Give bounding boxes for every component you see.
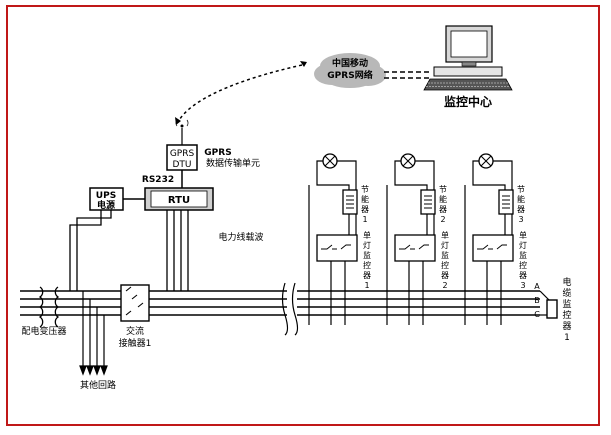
wireless-link (177, 64, 303, 123)
contactor-box (120, 284, 150, 322)
arrow-head-cloud (300, 61, 307, 67)
saver-1-char: 节 (361, 185, 369, 194)
saver-1-char: 能 (361, 194, 369, 204)
lamp-ctrl-2-char: 监 (441, 250, 449, 260)
lamp-ctrl-3-char: 监 (519, 250, 527, 260)
plc-label: 电力线载波 (218, 231, 263, 243)
phase-label-c: C (534, 310, 540, 319)
monitor-center-label: 监控中心 (444, 94, 492, 109)
lamp-ctrl-3-char: 器 (519, 271, 527, 280)
saver-2-char: 器 (439, 205, 447, 214)
energy-saver-box (342, 189, 358, 215)
lamp-ctrl-1-char: 监 (363, 250, 371, 260)
single-lamp-controller-box (472, 234, 514, 262)
saver-2-char: 能 (439, 194, 447, 204)
saver-1-char: 1 (362, 215, 367, 224)
saver-3-char: 器 (517, 205, 525, 214)
saver-2-char: 2 (440, 215, 445, 224)
gprs-cloud (314, 53, 386, 88)
other-circuits-arrows (79, 291, 108, 376)
saver-3-char: 能 (517, 194, 525, 204)
single-lamp-controller-box (394, 234, 436, 262)
control-wiring (69, 210, 189, 291)
lamp-unit-2 (386, 153, 436, 325)
cloud-label-line2: GPRS网络 (327, 69, 372, 81)
rs232-label: RS232 (142, 175, 174, 185)
energy-saver-box (420, 189, 436, 215)
gprs-box-line2: DTU (172, 160, 191, 170)
other-circuits-label: 其他回路 (80, 379, 116, 391)
lamp-ctrl-1-char: 控 (363, 260, 371, 270)
lamp-ctrl-1-char: 灯 (363, 240, 371, 250)
lamp-ctrl-3-char: 控 (519, 260, 527, 270)
lamp-ctrl-1-char: 单 (363, 230, 371, 240)
gprs-label-line1: GPRS (204, 148, 231, 158)
svg-text:监: 监 (562, 298, 571, 310)
power-bus (20, 290, 540, 316)
rtu-inner (150, 190, 208, 208)
lamp-ctrl-2-char: 2 (442, 281, 447, 290)
svg-text:缆: 缆 (562, 287, 571, 299)
lamp-ctrl-3-char: 灯 (519, 240, 527, 250)
ups-label-line1: UPS (96, 191, 116, 201)
saver-2-char: 节 (439, 185, 447, 194)
svg-text:控: 控 (562, 309, 571, 321)
arrow-head-antenna (175, 117, 181, 125)
saver-1-char: 器 (361, 205, 369, 214)
lamp-ctrl-2-char: 单 (441, 230, 449, 240)
saver-3-char: 节 (517, 185, 525, 194)
gprs-dtu-box (166, 144, 198, 171)
phase-label-a: A (534, 282, 540, 291)
svg-text:电: 电 (562, 276, 571, 288)
contactor-switches (125, 286, 144, 316)
lamp-ctrl-2-char: 器 (441, 271, 449, 280)
lamp-unit-1 (308, 153, 358, 325)
energy-saver-box (498, 189, 514, 215)
cloud-label-line1: 中国移动 (332, 57, 368, 69)
transformer-label: 配电变压器 (21, 325, 66, 337)
svg-text:1: 1 (564, 333, 570, 343)
contactor-label-line1: 交流 (126, 325, 144, 337)
rtu-label: RTU (168, 195, 190, 206)
contactor-label-line2: 接触器1 (119, 337, 152, 349)
lamp-ctrl-3-char: 3 (520, 281, 525, 290)
single-lamp-controller-box (316, 234, 358, 262)
transformer-icon (38, 286, 60, 328)
cable-break (281, 282, 299, 336)
svg-text:器: 器 (562, 321, 571, 332)
phase-label-b: B (534, 296, 540, 305)
cable-monitor-label: 电 缆 监 控 器 1 (562, 276, 571, 343)
lamp-ctrl-1-char: 1 (364, 281, 369, 290)
lamp-ctrl-1-char: 器 (363, 271, 371, 280)
ups-label-line2: 电源 (97, 199, 115, 211)
saver-3-char: 3 (518, 215, 523, 224)
lamp-ctrl-2-char: 灯 (441, 240, 449, 250)
computer-icon (423, 25, 513, 91)
unit-labels: 节 能 器 1 单 灯 监 控 器 1 节 能 器 2 单 灯 监 控 器 2 … (361, 185, 527, 290)
gprs-label-line2: 数据传输单元 (206, 157, 260, 169)
lamp-ctrl-3-char: 单 (519, 230, 527, 240)
gprs-box-line1: GPRS (170, 149, 195, 159)
antenna-icon (175, 119, 189, 145)
lamp-ctrl-2-char: 控 (441, 260, 449, 270)
lamp-unit-3 (464, 153, 514, 325)
cable-monitor-box (546, 299, 558, 319)
